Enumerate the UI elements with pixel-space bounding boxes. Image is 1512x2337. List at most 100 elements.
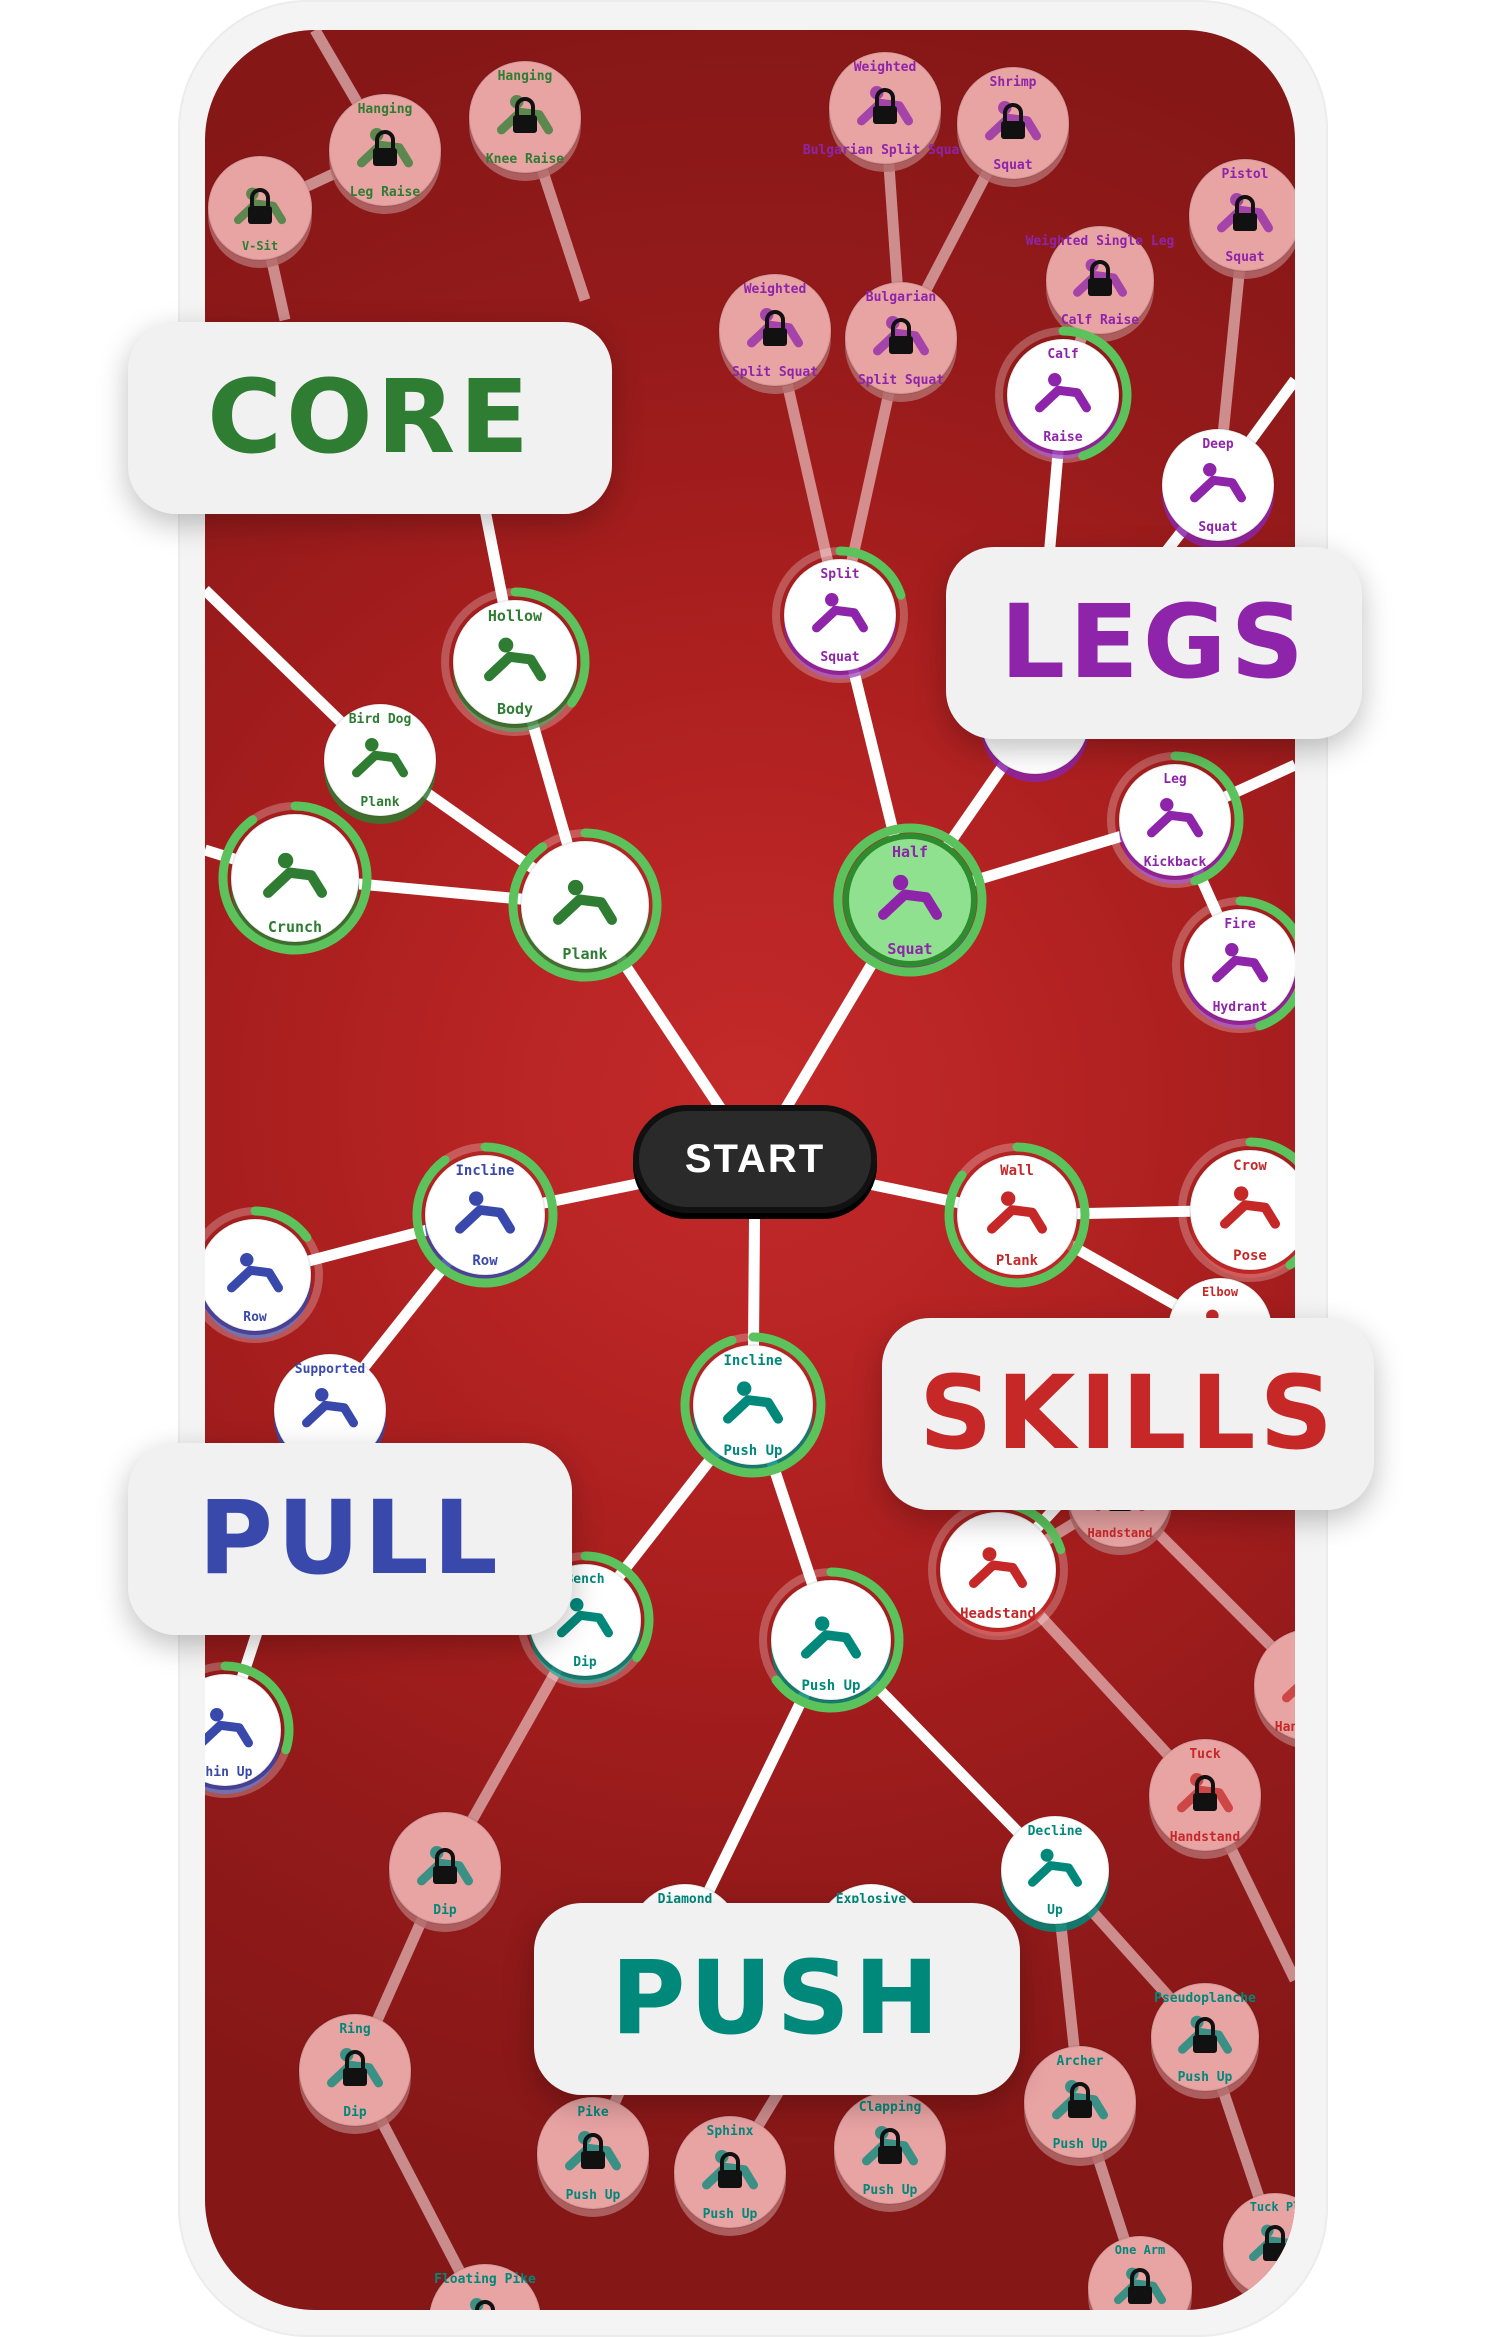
skill-node-dip[interactable]: Dip — [388, 1811, 502, 1932]
skill-node-v-sit[interactable]: V-Sit — [207, 155, 313, 268]
skill-node-title: Hollow — [488, 607, 543, 625]
lock-icon — [1193, 2017, 1217, 2053]
lock-icon — [1193, 1775, 1217, 1811]
progress-ring — [218, 801, 372, 955]
skill-node-floating-pike[interactable]: Floating Pike — [428, 2263, 542, 2310]
category-card-pull[interactable]: PULL — [128, 1443, 572, 1635]
category-label-pull: PULL — [198, 1479, 502, 1598]
skill-node-subtitle: Crunch — [268, 918, 322, 936]
start-button[interactable]: START — [633, 1105, 877, 1213]
lock-icon — [373, 130, 397, 166]
exercise-figure-icon — [987, 1191, 1047, 1234]
skill-node-one-arm[interactable]: One Arm — [1087, 2235, 1193, 2310]
category-card-core[interactable]: CORE — [128, 322, 612, 514]
exercise-figure-icon — [470, 2297, 484, 2310]
category-label-core: CORE — [207, 358, 533, 477]
exercise-figure-icon — [969, 1547, 1027, 1589]
skill-node-subtitle: Push Up — [801, 1678, 860, 1694]
skill-node-title: One Arm — [1115, 2243, 1166, 2257]
lock-icon — [1001, 103, 1025, 139]
skill-node-plank[interactable]: Plank — [508, 828, 662, 982]
skill-node-push-up[interactable]: Push Up — [759, 1567, 904, 1713]
lock-icon — [1233, 195, 1257, 231]
skill-node-face — [1222, 2192, 1295, 2298]
skill-node-title: Elbow — [1202, 1285, 1239, 1299]
skill-node-title: Clapping — [859, 2100, 922, 2115]
progress-ring — [250, 1206, 312, 1242]
skill-node-headstand[interactable]: Headstand — [928, 1499, 1068, 1640]
exercise-figure-icon — [1035, 372, 1091, 413]
skill-node-subtitle: Split Squat — [858, 373, 944, 388]
category-card-legs[interactable]: LEGS — [946, 547, 1362, 739]
skill-node-subtitle: Dip — [573, 1655, 597, 1670]
exercise-figure-icon — [227, 1252, 283, 1293]
progress-ring — [680, 1332, 826, 1478]
skill-node-subtitle: Push Up — [1178, 2070, 1233, 2085]
category-card-push[interactable]: PUSH — [534, 1903, 1020, 2095]
skill-node-face — [1087, 2235, 1193, 2310]
lock-icon — [1088, 260, 1112, 296]
skill-node-title: Supported — [295, 1362, 365, 1377]
progress-ring — [510, 587, 590, 708]
lock-icon — [878, 2128, 902, 2164]
skill-node-title: Weighted — [744, 282, 807, 297]
skill-node-subtitle: Chin Up — [205, 1765, 253, 1780]
skill-node-subtitle: Plank — [562, 945, 607, 963]
skill-node-subtitle: Squat — [993, 158, 1032, 173]
category-card-skills[interactable]: SKILLS — [882, 1318, 1374, 1510]
progress-ring — [944, 1142, 1090, 1288]
skill-node-tuck-pl[interactable]: Tuck Pl — [1222, 2192, 1295, 2305]
skill-node-subtitle: Row — [472, 1253, 498, 1269]
exercise-figure-icon — [352, 737, 408, 778]
exercise-figure-icon — [205, 1707, 253, 1748]
exercise-figure-icon — [801, 1616, 861, 1659]
skill-node-title: Archer — [1057, 2054, 1104, 2069]
skill-node-chin-up[interactable]: Chin Up — [205, 1661, 294, 1798]
skill-node-title: Sphinx — [707, 2124, 754, 2139]
skill-node-title: Deep — [1202, 437, 1233, 452]
exercise-figure-icon — [455, 1191, 515, 1234]
progress-ring — [412, 1142, 558, 1288]
skill-node-handstand[interactable]: Handstand — [1253, 1629, 1295, 1749]
skill-node-subtitle: Squat — [887, 940, 932, 958]
category-label-push: PUSH — [610, 1939, 944, 2058]
lock-icon — [889, 318, 913, 354]
exercise-figure-icon — [302, 1387, 358, 1428]
skill-node-row[interactable]: Row — [205, 1206, 323, 1343]
skill-node-subtitle: Row — [243, 1310, 267, 1325]
skill-node-title: Pike — [577, 2105, 608, 2120]
skill-node-title: Incline — [455, 1163, 514, 1179]
skill-node-crunch[interactable]: Crunch — [218, 801, 372, 955]
skill-node-subtitle: Dip — [433, 1903, 457, 1918]
